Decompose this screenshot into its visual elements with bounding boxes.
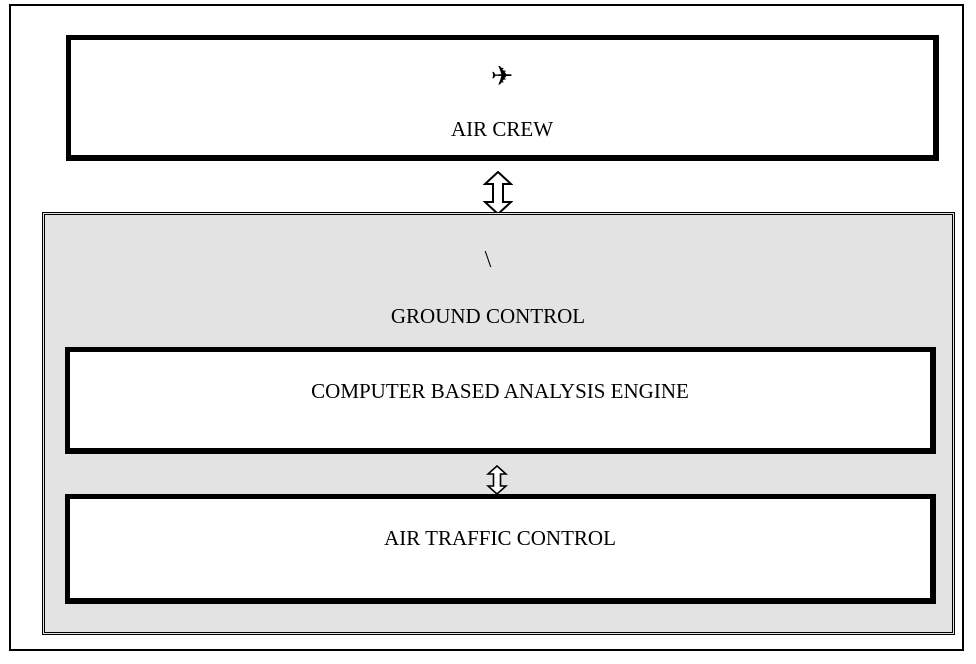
ground-control-label: GROUND CONTROL <box>390 304 586 328</box>
air-traffic-control-box: AIR TRAFFIC CONTROL <box>65 494 936 604</box>
ground-control-mark: \ <box>484 247 492 273</box>
airplane-icon: ✈ <box>490 61 514 92</box>
double-arrow-icon <box>483 171 513 215</box>
analysis-engine-label: COMPUTER BASED ANALYSIS ENGINE <box>311 379 689 403</box>
double-arrow-icon <box>486 465 508 495</box>
air-crew-box: ✈ AIR CREW <box>66 35 939 161</box>
air-traffic-control-label: AIR TRAFFIC CONTROL <box>384 526 616 550</box>
analysis-engine-box: COMPUTER BASED ANALYSIS ENGINE <box>65 347 936 454</box>
air-crew-label: AIR CREW <box>450 117 554 141</box>
